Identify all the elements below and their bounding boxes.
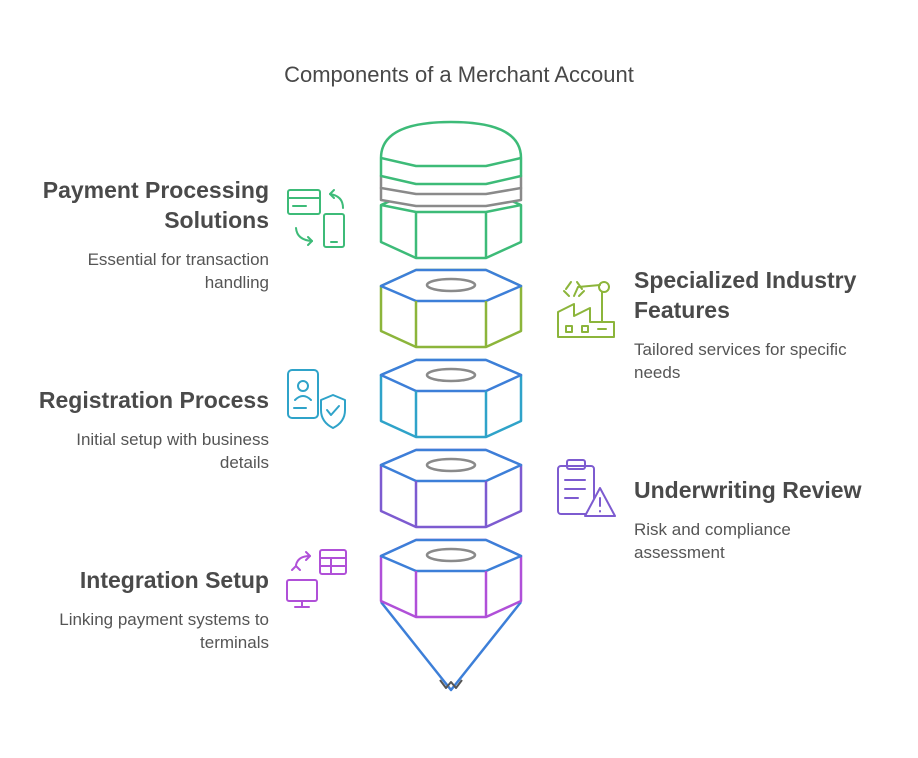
- heading-payment-processing: Payment Processing Solutions: [42, 177, 269, 233]
- heading-industry-features: Specialized Industry Features: [634, 267, 857, 323]
- description-registration: Initial setup with business details: [76, 430, 269, 472]
- stack-segment-payment-processing: [379, 120, 523, 260]
- user-badge-check-icon: [287, 369, 346, 429]
- diagram-title: Components of a Merchant Account: [284, 62, 634, 87]
- description-underwriting: Risk and compliance assessment: [634, 520, 791, 562]
- description-payment-processing: Essential for transaction handling: [87, 250, 269, 292]
- stack-segment-integration: [379, 538, 523, 692]
- factory-robot-arm-icon: [557, 281, 615, 338]
- card-to-mobile-icon: [287, 189, 345, 248]
- stack-segment-industry-features: [379, 268, 523, 349]
- monitor-table-sync-icon: [286, 549, 347, 608]
- description-industry-features: Tailored services for specific needs: [634, 340, 847, 382]
- heading-integration: Integration Setup: [79, 567, 269, 593]
- clipboard-warning-icon: [557, 459, 616, 517]
- heading-underwriting: Underwriting Review: [634, 477, 862, 503]
- heading-registration: Registration Process: [38, 387, 269, 413]
- stack-segment-registration: [379, 358, 523, 439]
- description-integration: Linking payment systems to terminals: [59, 610, 269, 652]
- stack-segment-underwriting: [379, 448, 523, 529]
